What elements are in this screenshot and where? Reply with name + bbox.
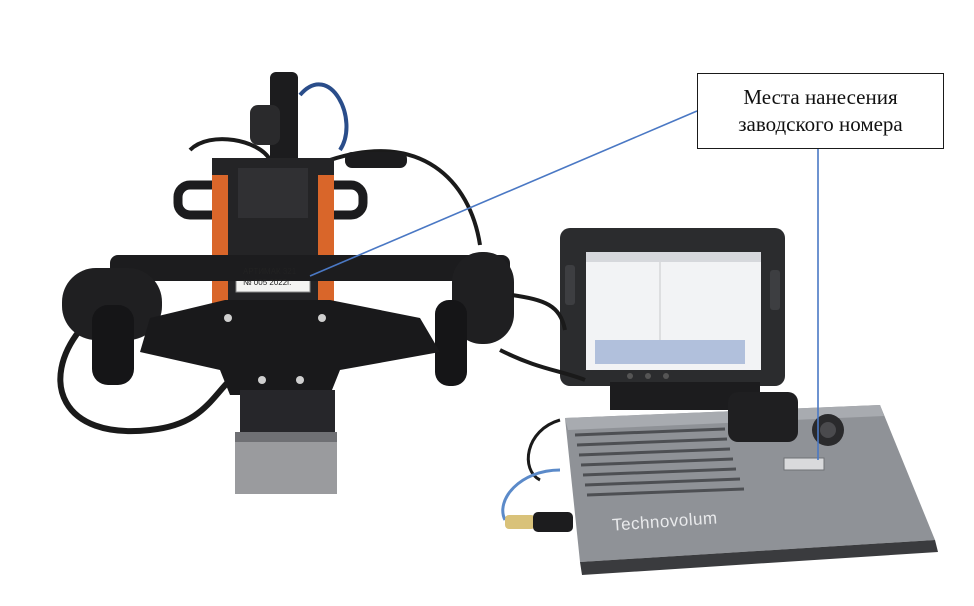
callout-box: Места нанесения заводского номера (697, 73, 944, 149)
callout-line-2: заводского номера (738, 112, 903, 136)
scanner-robot (57, 72, 514, 494)
control-case (565, 392, 938, 575)
callout-line-1: Места нанесения (743, 85, 898, 109)
leader-line-scanner (309, 110, 698, 277)
connection-cables (499, 293, 586, 532)
plate-line-1: АРТИМАК 321 (243, 267, 297, 276)
tablet (560, 228, 785, 410)
leader-lines (309, 110, 819, 460)
plate-line-2: № 005 2022г. (243, 278, 292, 287)
